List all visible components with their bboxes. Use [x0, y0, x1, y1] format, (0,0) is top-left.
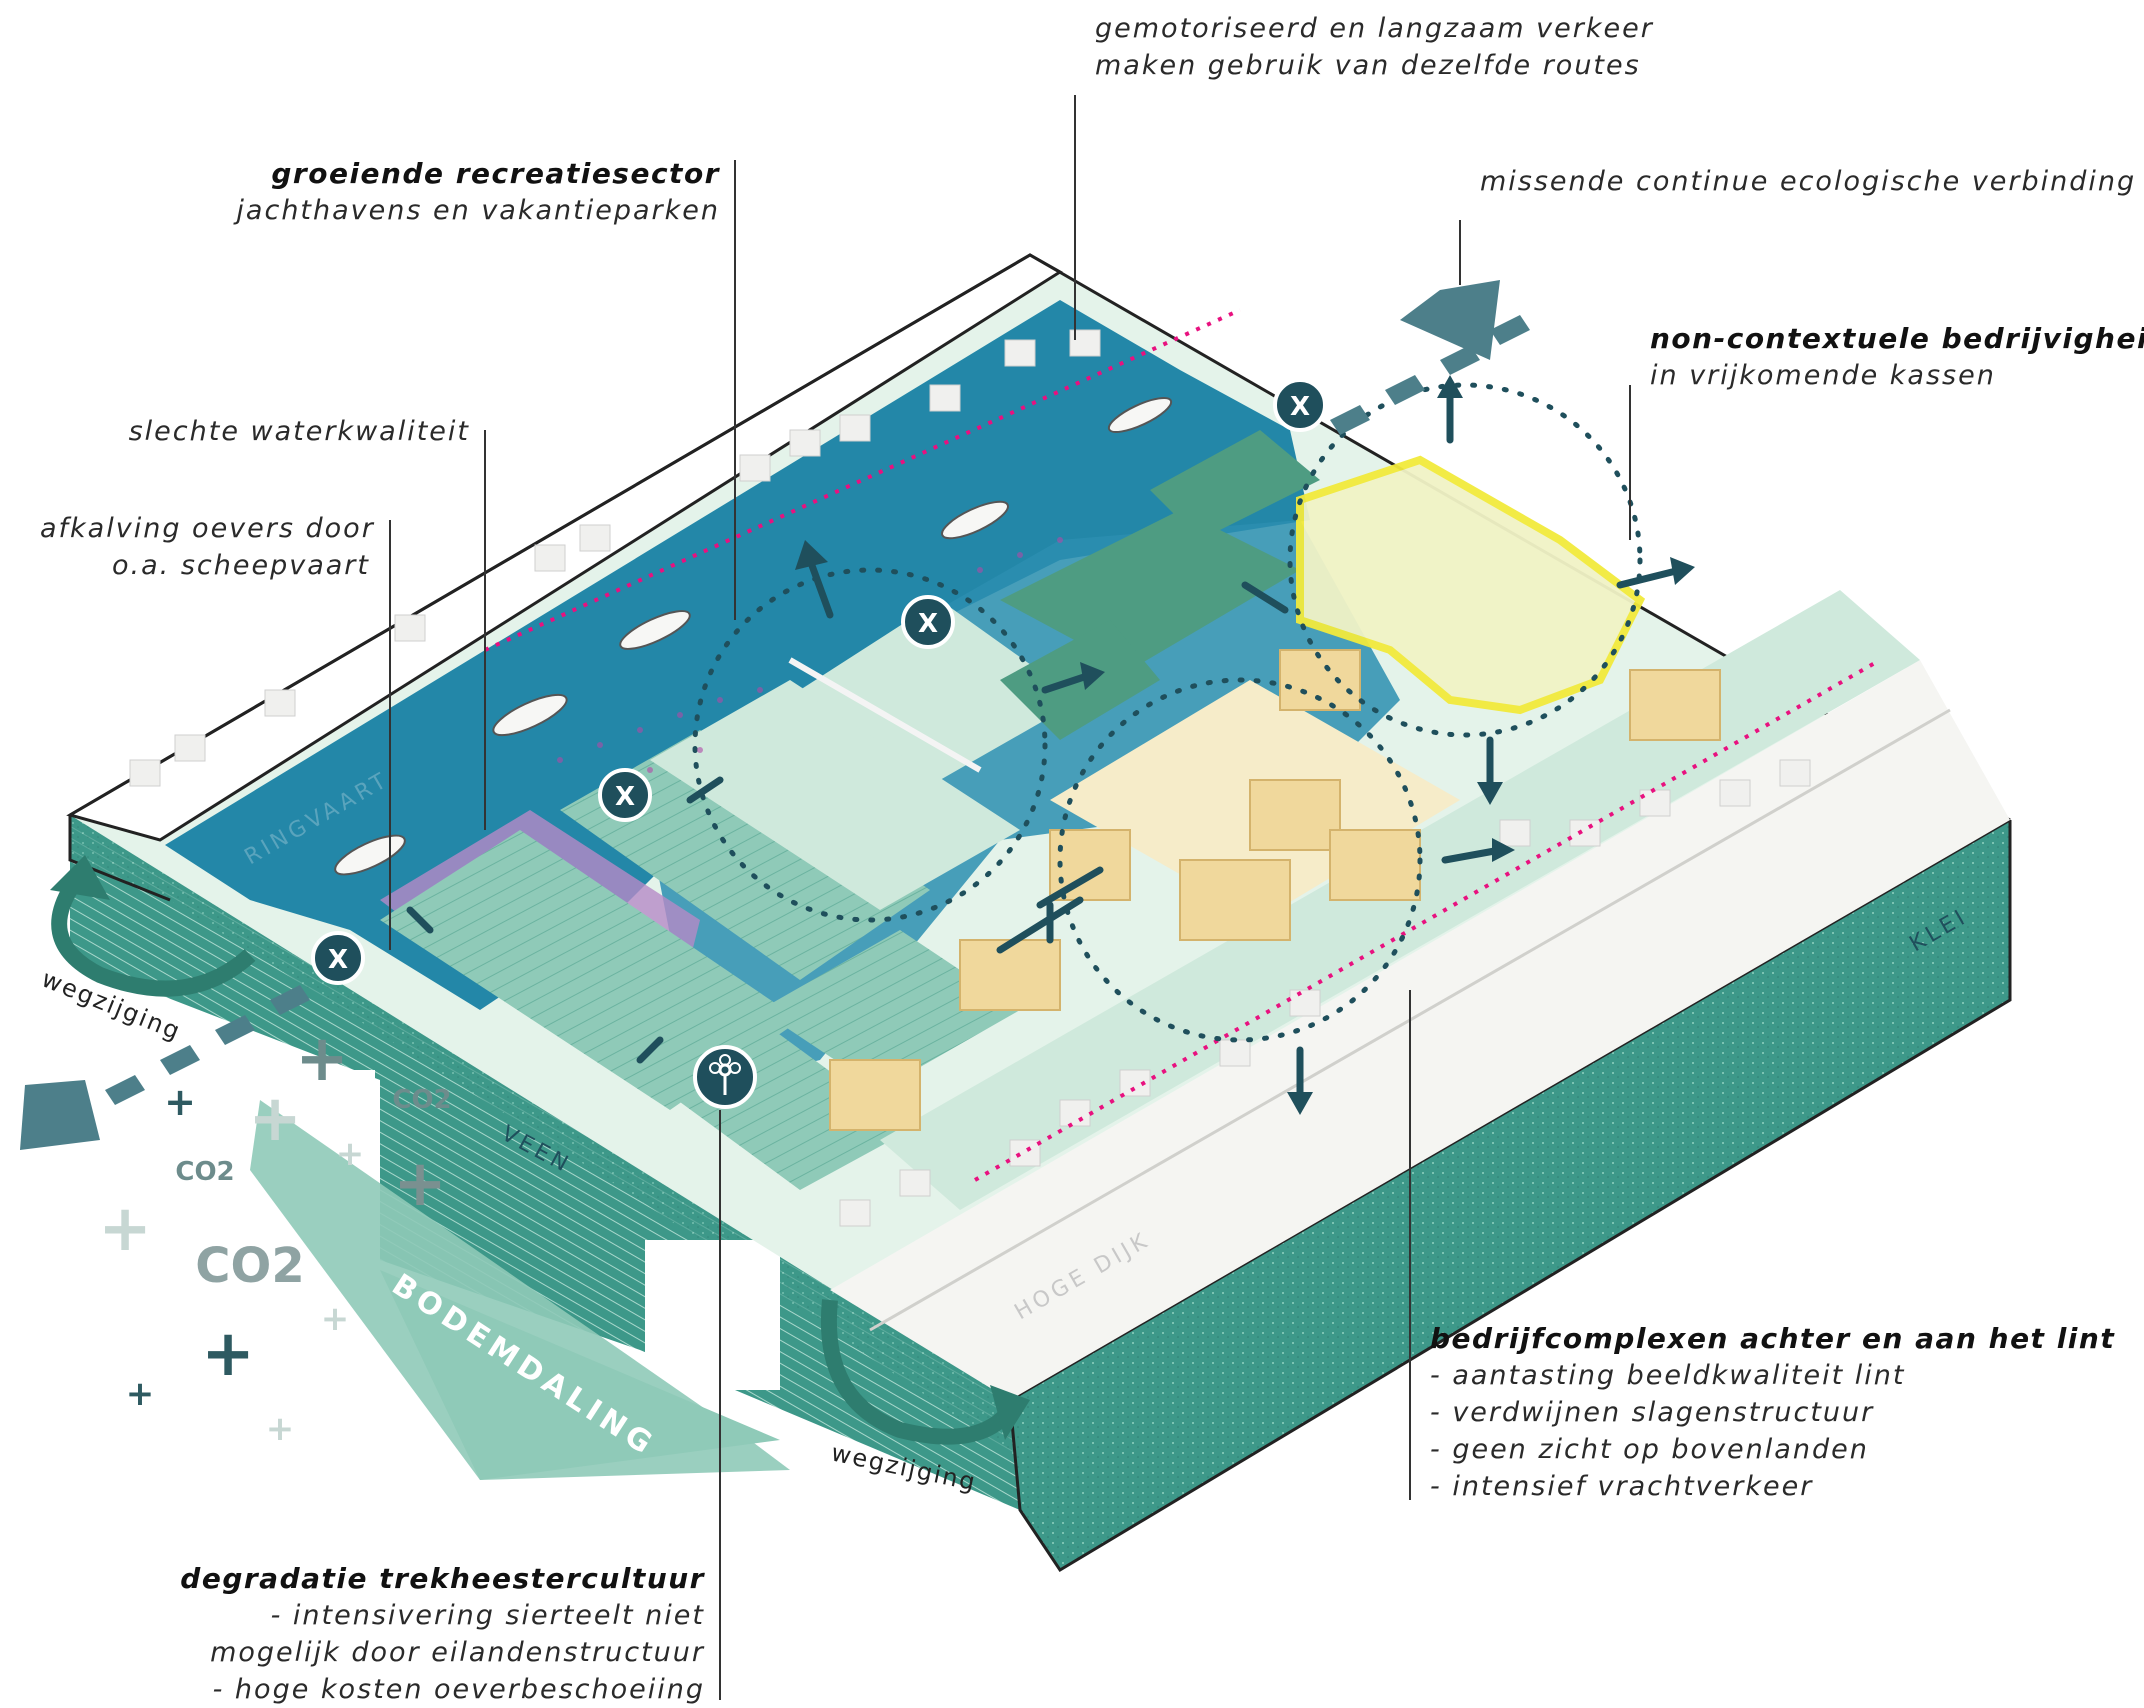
lower-houses: [839, 759, 1811, 1227]
industry-title: non-contextuele bedrijvigheid: [1650, 322, 2144, 355]
banks-line-2: o.a. scheepvaart: [112, 550, 370, 581]
degradation-title: degradatie trekheestercultuur: [180, 1562, 705, 1595]
co2-labels: CO2 CO2 CO2: [175, 1085, 451, 1294]
degradation-item-2: mogelijk door eilandenstructuur: [210, 1637, 705, 1668]
complexes-item-3: - geen zicht op bovenlanden: [1430, 1434, 1869, 1465]
annotation-traffic: gemotoriseerd en langzaam verkeer maken …: [1095, 10, 1654, 84]
svg-text:+: +: [126, 1374, 155, 1414]
problem-x-icon: [311, 378, 1327, 985]
side-right-klei: [1010, 820, 2010, 1570]
complexes-title: bedrijfcomplexen achter en aan het lint: [1430, 1322, 2116, 1355]
svg-text:+: +: [336, 1134, 365, 1174]
bodemdaling-arrow-head: [380, 1270, 780, 1480]
degradation-item-1: - intensivering sierteelt niet: [270, 1600, 705, 1631]
banks-line-1: afkalving oevers door: [40, 513, 375, 544]
annotation-banks: afkalving oevers door o.a. scheepvaart: [40, 510, 375, 584]
annotation-ecology: missende continue ecologische verbinding: [1480, 163, 2136, 200]
bodemdaling-arrow: [250, 1100, 790, 1480]
svg-text:CO2: CO2: [175, 1157, 234, 1187]
impact-circles: [692, 382, 1643, 1043]
industry-sub: in vrijkomende kassen: [1650, 360, 1996, 391]
recreation-sub: jachthavens en vakantieparken: [236, 195, 720, 226]
curved-arrow-bottom: [820, 1299, 1017, 1445]
cutout-2: [645, 1240, 780, 1390]
annotation-complexes: bedrijfcomplexen achter en aan het lint …: [1430, 1320, 2115, 1505]
ecology-text: missende continue ecologische verbinding: [1480, 166, 2137, 197]
veen-field-4: [760, 930, 1020, 1090]
park-land: [800, 600, 1080, 780]
wegzijging-dash-left: [20, 985, 310, 1150]
boats: [334, 397, 1173, 876]
water-text: slechte waterkwaliteit: [128, 416, 470, 447]
complexes-item-2: - verdwijnen slagenstructuur: [1430, 1397, 1875, 1428]
traffic-line-2: maken gebruik van dezelfde routes: [1095, 50, 1641, 81]
side-left-veen-top: [70, 815, 1020, 1460]
outline-left-edge: [68, 815, 171, 902]
eco-arrow: [1330, 280, 1530, 435]
svg-text:+: +: [98, 1192, 152, 1266]
flower-icon: [693, 1045, 757, 1109]
svg-text:+: +: [201, 1317, 255, 1391]
island-1: [1000, 510, 1300, 670]
svg-text:+: +: [164, 1080, 196, 1124]
svg-text:X: X: [615, 782, 635, 812]
complexes-item-4: - intensief vrachtverkeer: [1430, 1471, 1814, 1502]
degradation-item-3: - hoge kosten oeverbeschoeiing: [212, 1674, 705, 1705]
curved-arrow-bottom-head: [990, 1385, 1030, 1440]
annotation-water: slechte waterkwaliteit: [90, 413, 470, 450]
svg-text:+: +: [248, 1082, 302, 1156]
svg-text:X: X: [328, 945, 348, 975]
side-left-veen: [70, 815, 1020, 1510]
complexes-item-1: - aantasting beeldkwaliteit lint: [1430, 1360, 1906, 1391]
recreation-title: groeiende recreatiesector: [271, 157, 720, 190]
svg-text:+: +: [266, 1409, 295, 1449]
ringvaart-water: [165, 300, 1310, 1010]
svg-text:CO2: CO2: [392, 1085, 451, 1115]
veen-field-1: [380, 830, 800, 1110]
annotation-recreation: groeiende recreatiesector jachthavens en…: [230, 155, 720, 229]
svg-text:+: +: [295, 1022, 349, 1096]
traffic-line-1: gemotoriseerd en langzaam verkeer: [1095, 13, 1654, 44]
svg-text:+: +: [321, 1299, 350, 1339]
problem-x-labels: X X X X: [328, 392, 1310, 975]
leader-lines: [389, 95, 1631, 1700]
svg-text:+: +: [393, 1147, 447, 1221]
annotation-degradation: degradatie trekheestercultuur - intensiv…: [180, 1560, 705, 1708]
curved-arrow-left: [51, 870, 256, 997]
flow-arrows: [406, 375, 1695, 1115]
marina-jetty: [788, 657, 982, 773]
greenhouse-highlight: [1296, 455, 1646, 715]
svg-text:X: X: [918, 609, 938, 639]
plus-signs: + + + + + + + + + +: [98, 1022, 447, 1449]
marina-land: [650, 680, 1020, 910]
curved-arrow-left-head: [50, 855, 110, 900]
svg-text:X: X: [1290, 392, 1310, 422]
annotation-industry: non-contextuele bedrijvigheid in vrijkom…: [1650, 320, 2144, 394]
svg-text:CO2: CO2: [195, 1238, 304, 1294]
island-2: [1150, 430, 1320, 540]
outline-front-edge: [1008, 818, 2012, 1573]
